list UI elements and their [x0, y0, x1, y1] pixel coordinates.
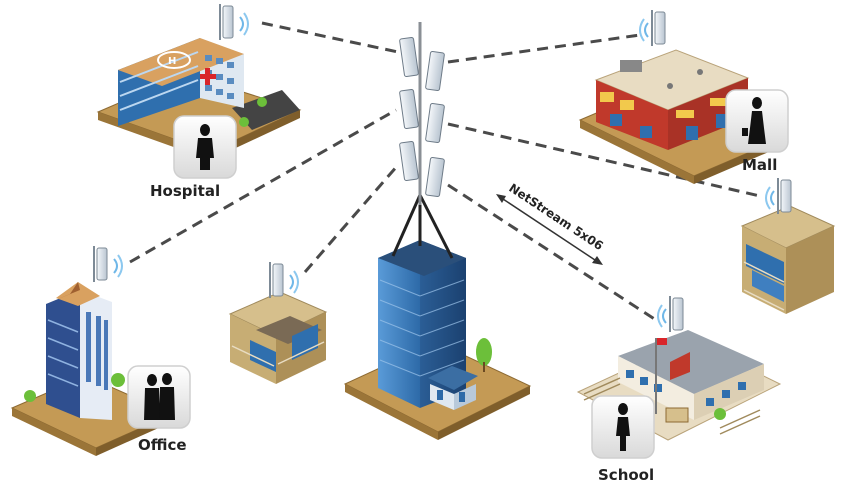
- school-person-icon: [591, 395, 655, 459]
- residential-building-left: [228, 291, 328, 384]
- residential-building-right: [740, 205, 836, 314]
- mall-person-icon: [725, 89, 789, 153]
- link-label: NetStream 5x06: [506, 181, 605, 253]
- mall-label: Mall: [742, 156, 777, 174]
- links: [129, 21, 761, 322]
- svg-text:H: H: [168, 56, 176, 67]
- link-school: [447, 183, 657, 322]
- tower-antennas: [399, 36, 445, 198]
- office-person-icon: [127, 365, 191, 429]
- school-label: School: [598, 466, 654, 484]
- link-building-left: [303, 164, 400, 273]
- link-hospital: [261, 21, 399, 54]
- office-label: Office: [138, 436, 187, 454]
- hospital-person-icon: [173, 115, 237, 179]
- central-tower: [343, 22, 532, 440]
- link-label-arrow: NetStream 5x06: [496, 181, 606, 265]
- link-office: [129, 108, 397, 264]
- link-mall: [447, 33, 641, 64]
- hospital-label: Hospital: [150, 182, 220, 200]
